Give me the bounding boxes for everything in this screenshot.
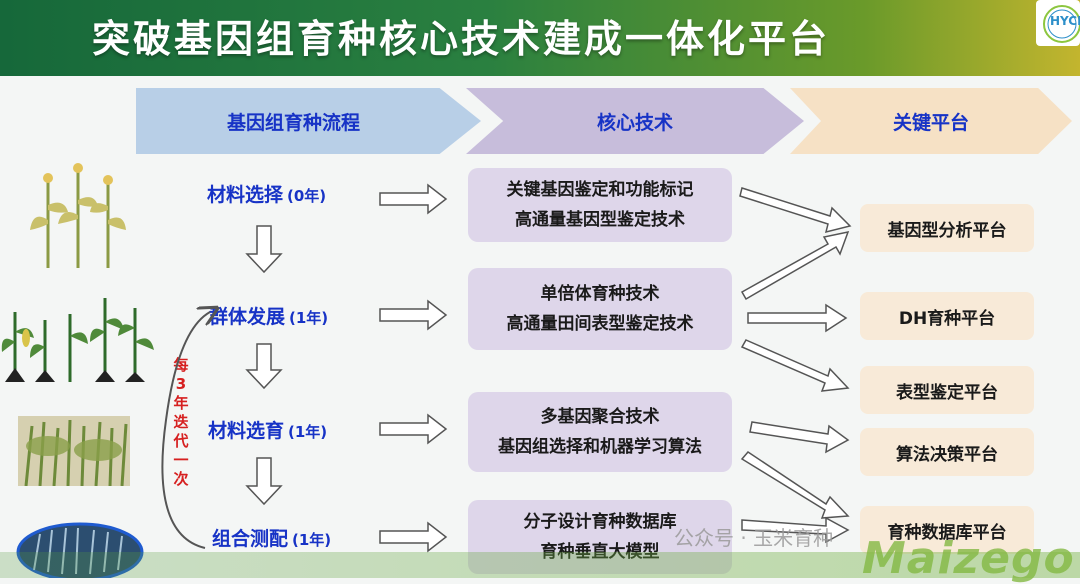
right-arrow-icon — [379, 183, 448, 553]
logo-text: HYCB — [1050, 14, 1080, 28]
stage-population-development: 群体发展(1年) — [209, 302, 328, 329]
platform-genotype-analysis: 基因型分析平台 — [860, 204, 1034, 252]
stage-year: (1年) — [289, 309, 329, 327]
down-arrow-icon — [245, 225, 283, 506]
stage-year: (1年) — [288, 423, 328, 441]
stage-year: (1年) — [292, 531, 332, 549]
stage-name: 群体发展 — [209, 306, 286, 328]
stage-name: 材料选育 — [208, 420, 285, 442]
tech-box-haploid-breeding: 单倍体育种技术 高通量田间表型鉴定技术 — [468, 268, 732, 350]
tech-box-gene-identification: 关键基因鉴定和功能标记 高通量基因型鉴定技术 — [468, 168, 732, 242]
stage-combination-testing: 组合测配(1年) — [212, 524, 331, 551]
tech-box-multigene-pyramiding: 多基因聚合技术 基因组选择和机器学习算法 — [468, 392, 732, 472]
tech-item: 高通量基因型鉴定技术 — [515, 210, 685, 230]
field-crop-image — [16, 522, 144, 578]
brand-watermark: Maizego — [862, 533, 1075, 584]
corn-plant-image — [30, 163, 126, 268]
field-plot-image — [18, 416, 130, 486]
tech-box-molecular-design: 分子设计育种数据库 育种垂直大模型 — [468, 500, 732, 574]
stage-year: (0年) — [287, 187, 327, 205]
stage-name: 材料选择 — [207, 184, 284, 206]
grass-overlay — [0, 552, 1080, 578]
stage-material-breeding: 材料选育(1年) — [208, 416, 327, 443]
tech-item: 高通量田间表型鉴定技术 — [506, 314, 694, 334]
platform-algorithm-decision: 算法决策平台 — [860, 428, 1034, 476]
stage-name: 组合测配 — [212, 528, 289, 550]
header-label: 基因组育种流程 — [226, 111, 360, 134]
header-breeding-process: 基因组育种流程 — [136, 88, 481, 154]
tech-platform-arrow-icon — [739, 187, 852, 544]
tech-item: 基因组选择和机器学习算法 — [498, 437, 702, 457]
tech-item: 育种垂直大模型 — [541, 537, 660, 567]
tech-item: 多基因聚合技术 — [540, 407, 660, 427]
tech-item: 关键基因鉴定和功能标记 — [506, 180, 694, 200]
iteration-label: 每3年迭代一次 — [173, 356, 189, 488]
title-banner: 突破基因组育种核心技术建成一体化平台 HYCB — [0, 0, 1080, 76]
tech-item: 分子设计育种数据库 — [523, 512, 677, 532]
watermark-text: 公众号 · 玉米育种 — [674, 526, 834, 550]
header-key-platform: 关键平台 — [790, 88, 1072, 154]
iteration-curve-arrow — [161, 312, 210, 549]
platform-dh-breeding: DH育种平台 — [860, 292, 1034, 340]
logo-emblem-icon — [1043, 5, 1080, 43]
logo: HYCB — [1036, 0, 1080, 46]
platform-phenotype-identification: 表型鉴定平台 — [860, 366, 1034, 414]
page-title: 突破基因组育种核心技术建成一体化平台 — [92, 17, 831, 61]
seedling-plants-image — [1, 298, 154, 382]
header-label: 关键平台 — [892, 111, 969, 134]
platform-breeding-database: 育种数据库平台 — [860, 506, 1034, 554]
header-core-tech: 核心技术 — [466, 88, 804, 154]
stage-material-selection: 材料选择(0年) — [207, 180, 326, 207]
tech-item: 单倍体育种技术 — [540, 284, 660, 304]
header-label: 核心技术 — [596, 111, 673, 134]
